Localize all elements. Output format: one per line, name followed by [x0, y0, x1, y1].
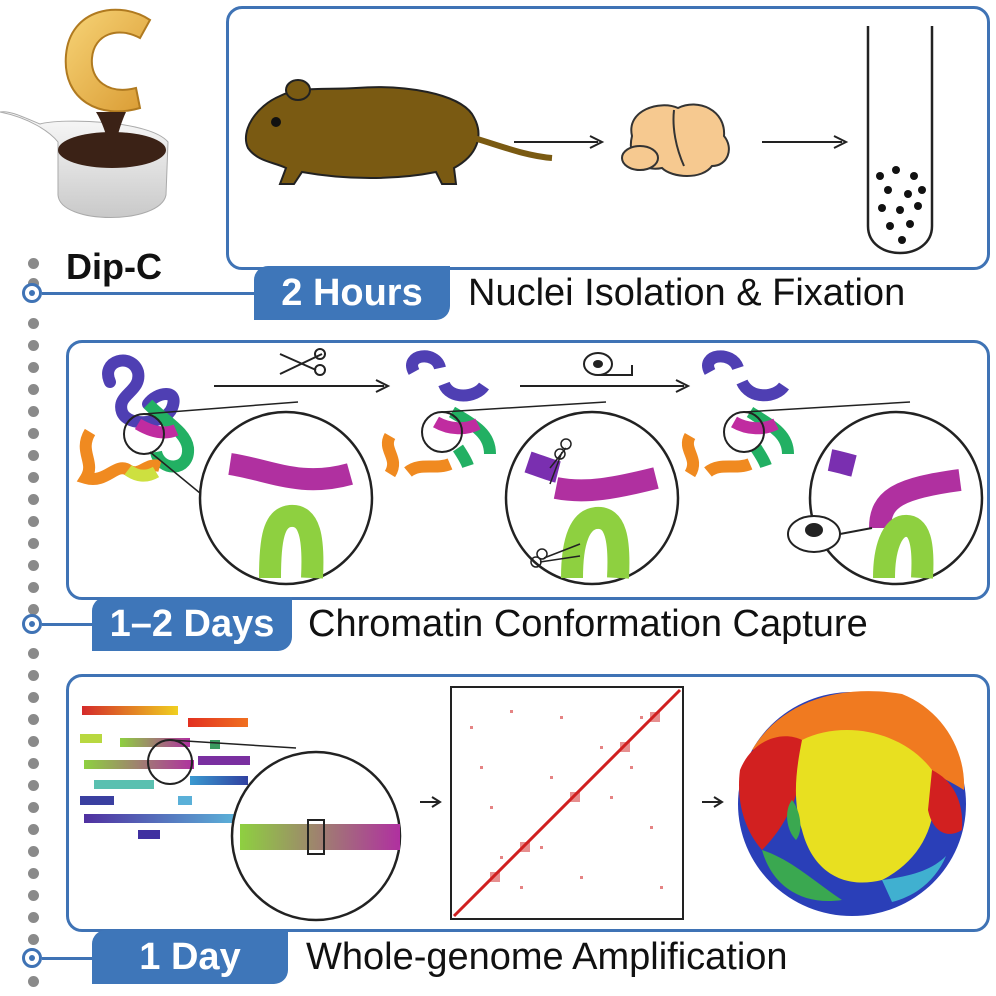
mouse-icon — [245, 79, 553, 185]
timeline-connector-3 — [42, 957, 92, 960]
timeline-marker-3 — [22, 948, 42, 968]
duration-badge-3: 1 Day — [92, 930, 288, 984]
timeline-connector-2 — [42, 623, 92, 626]
duration-badge-1: 2 Hours — [254, 266, 450, 320]
scissors-icon — [279, 348, 326, 376]
nucleus-3d-structure — [738, 691, 966, 916]
test-tube-icon — [866, 26, 934, 255]
timeline-marker-1 — [22, 283, 42, 303]
chromatin-fiber-cut-icon — [382, 350, 496, 478]
arrow-icon — [514, 135, 605, 149]
duration-badge-2: 1–2 Days — [92, 597, 292, 651]
chromatin-fiber-ligated-icon — [682, 350, 794, 478]
arrow-icon — [762, 135, 849, 149]
arrow-icon — [520, 379, 691, 393]
brain-icon — [621, 103, 730, 177]
sequencing-reads-icon — [80, 706, 250, 839]
logo-title: Dip-C — [66, 246, 162, 287]
zoom-callout — [123, 401, 374, 586]
stage-label-3: Whole-genome Amplification — [306, 936, 788, 978]
chromatin-fiber-icon — [76, 354, 194, 485]
zoom-callout — [421, 401, 680, 586]
contact-map — [450, 686, 684, 920]
timeline-connector-1 — [42, 292, 254, 295]
stage-label-2: Chromatin Conformation Capture — [308, 603, 868, 645]
zoom-callout — [147, 739, 402, 922]
arrow-icon — [702, 796, 724, 808]
timeline-marker-2 — [22, 614, 42, 634]
dip-c-logo-icon — [0, 8, 169, 218]
arrow-icon — [214, 379, 391, 393]
stage-label-1: Nuclei Isolation & Fixation — [468, 272, 906, 314]
arrow-icon — [420, 796, 442, 808]
zoom-callout — [723, 401, 984, 586]
tape-icon — [583, 352, 633, 376]
